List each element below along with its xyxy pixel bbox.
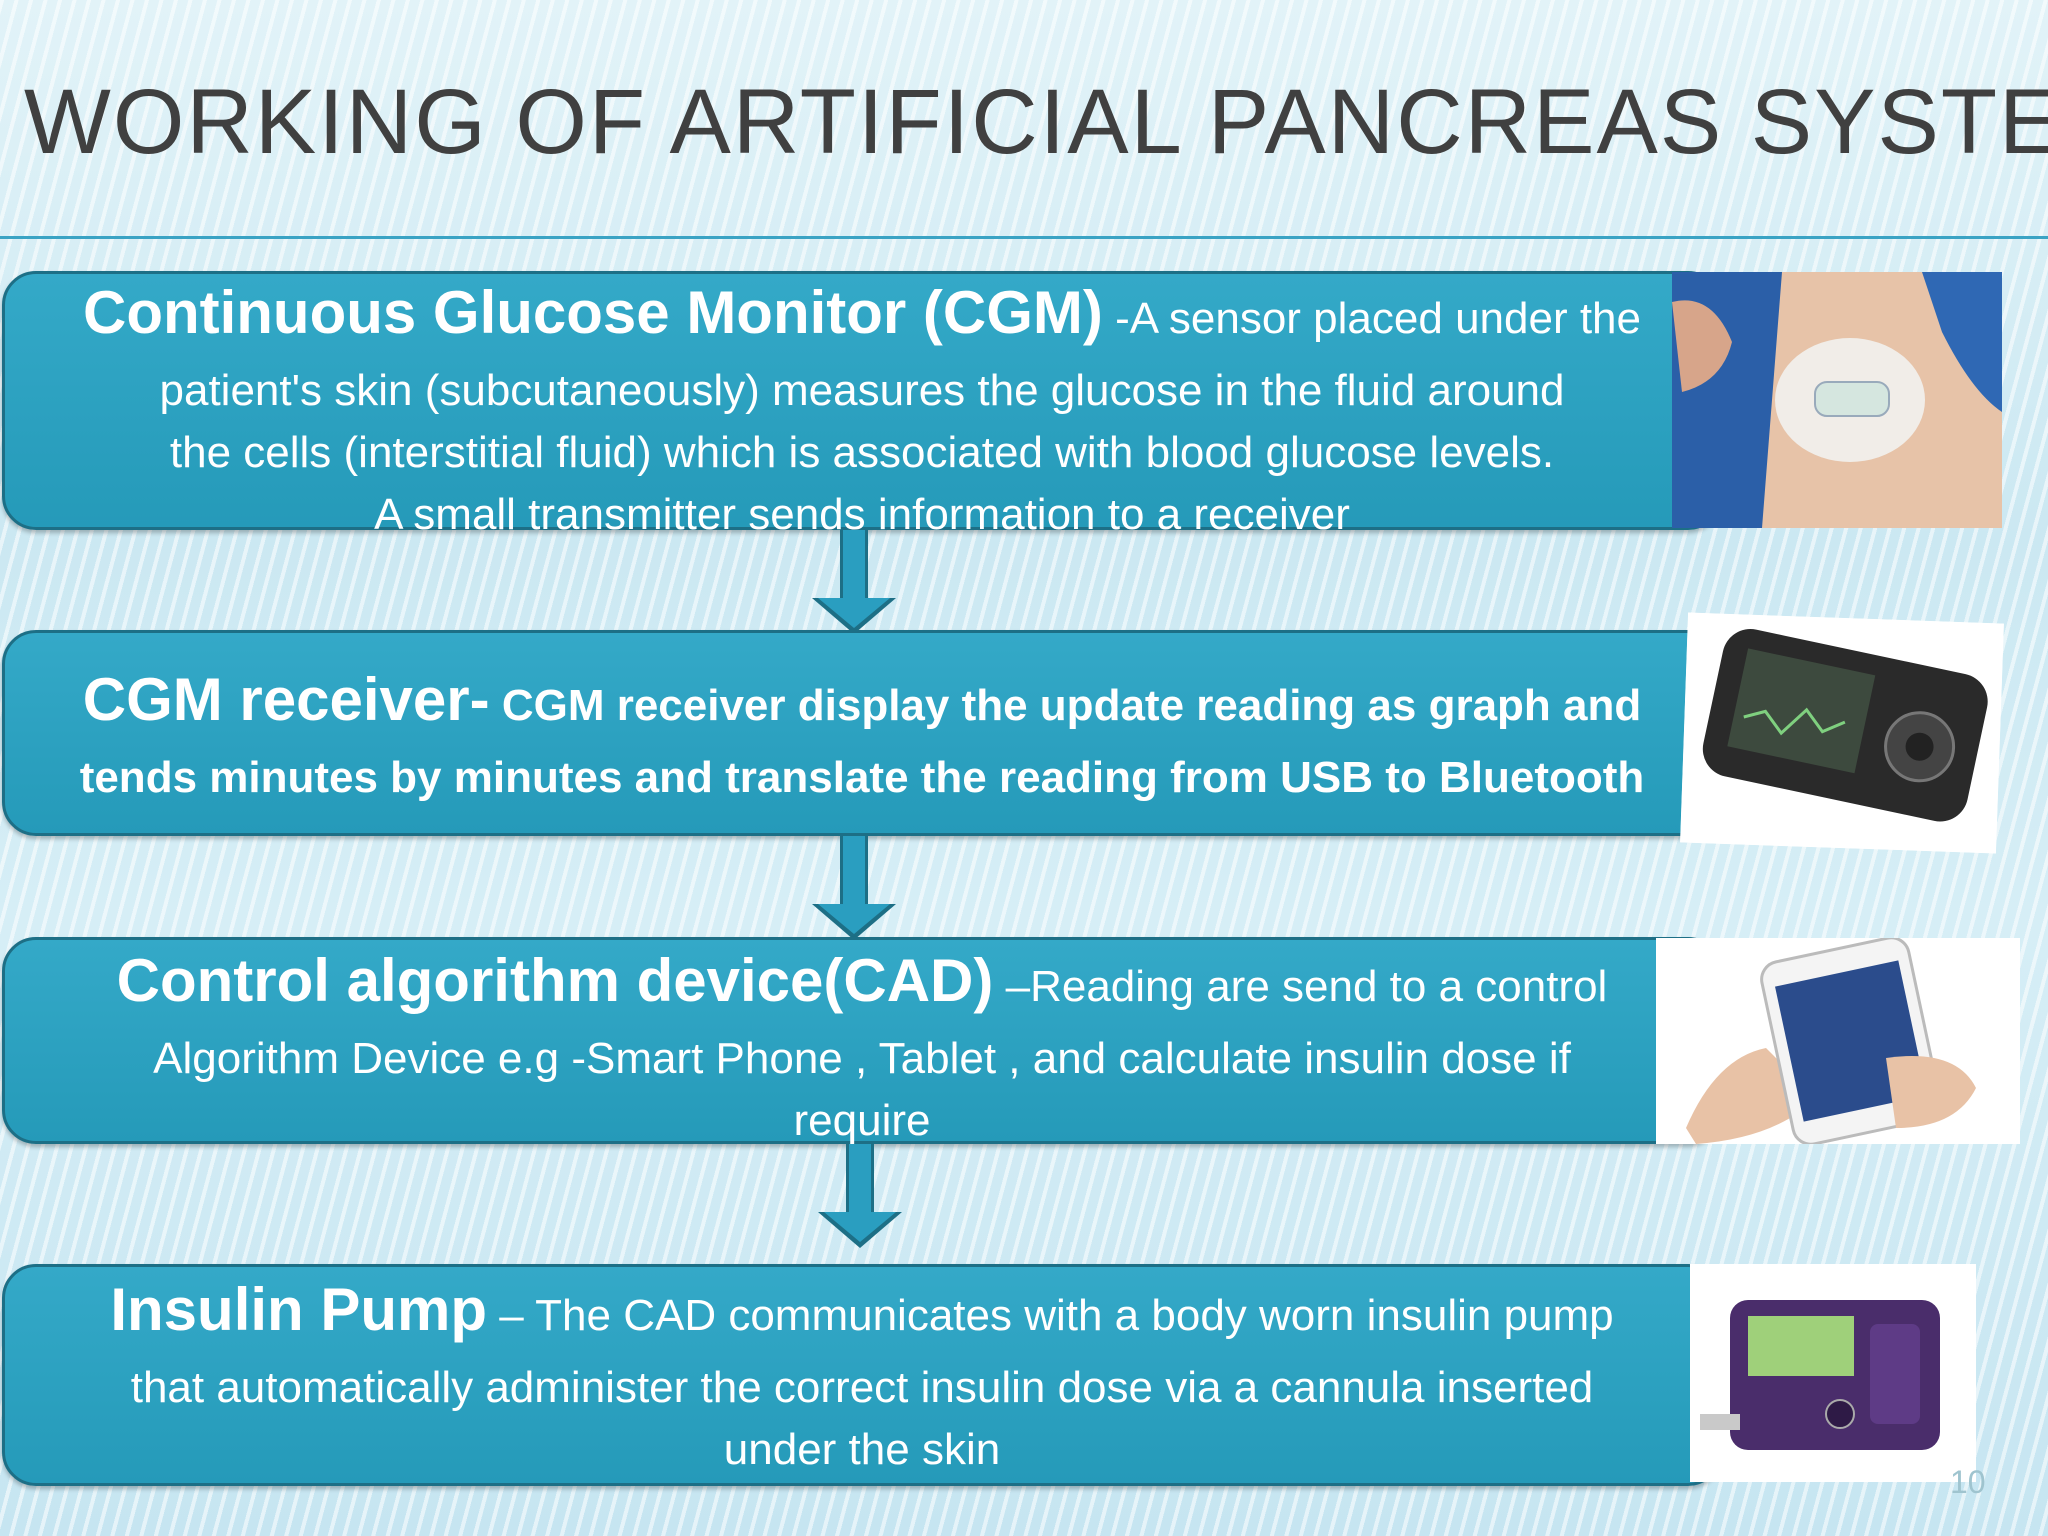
- step-box-cgm-receiver: CGM receiver- CGM receiver display the u…: [2, 630, 1722, 836]
- step-heading: Insulin Pump: [110, 1276, 488, 1343]
- step-text: require: [793, 1096, 931, 1145]
- step-box-cgm: Continuous Glucose Monitor (CGM) -A sens…: [2, 271, 1722, 539]
- step-text: – The CAD communicates with a body worn …: [487, 1291, 1614, 1340]
- step-text: under the skin: [723, 1425, 1001, 1474]
- step-text: tends minutes by minutes and translate t…: [79, 753, 1645, 802]
- step-text: CGM receiver display the update reading …: [489, 681, 1642, 730]
- arrow-shaft: [840, 530, 868, 600]
- step-box-control-algorithm: Control algorithm device(CAD) –Reading a…: [2, 937, 1722, 1145]
- step-heading: Control algorithm device(CAD): [116, 947, 994, 1014]
- step-box-insulin-pump: Insulin Pump – The CAD communicates with…: [2, 1264, 1722, 1486]
- step-text: Algorithm Device e.g -Smart Phone , Tabl…: [153, 1034, 1571, 1083]
- step-text: –Reading are send to a control: [993, 962, 1608, 1011]
- smartphone-image: [1656, 938, 2020, 1144]
- cgm-sensor-image: [1672, 272, 2002, 528]
- step-text: the cells (interstitial fluid) which is …: [169, 428, 1555, 477]
- slide-title: WORKING OF ARTIFICIAL PANCREAS SYSTEM: [24, 71, 2048, 173]
- step-text: that automatically administer the correc…: [130, 1363, 1594, 1412]
- arrow-shaft: [840, 836, 868, 906]
- step-heading: Continuous Glucose Monitor (CGM): [82, 279, 1103, 346]
- insulin-pump-image: [1690, 1264, 1976, 1482]
- title-divider: [0, 236, 2048, 239]
- step-text: patient's skin (subcutaneously) measures…: [159, 366, 1565, 415]
- step-heading: CGM receiver-: [82, 666, 490, 733]
- step-text: -A sensor placed under the: [1102, 294, 1641, 343]
- cgm-receiver-image: [1680, 612, 2004, 854]
- arrow-shaft: [846, 1144, 874, 1214]
- page-number: 10: [1950, 1464, 1986, 1500]
